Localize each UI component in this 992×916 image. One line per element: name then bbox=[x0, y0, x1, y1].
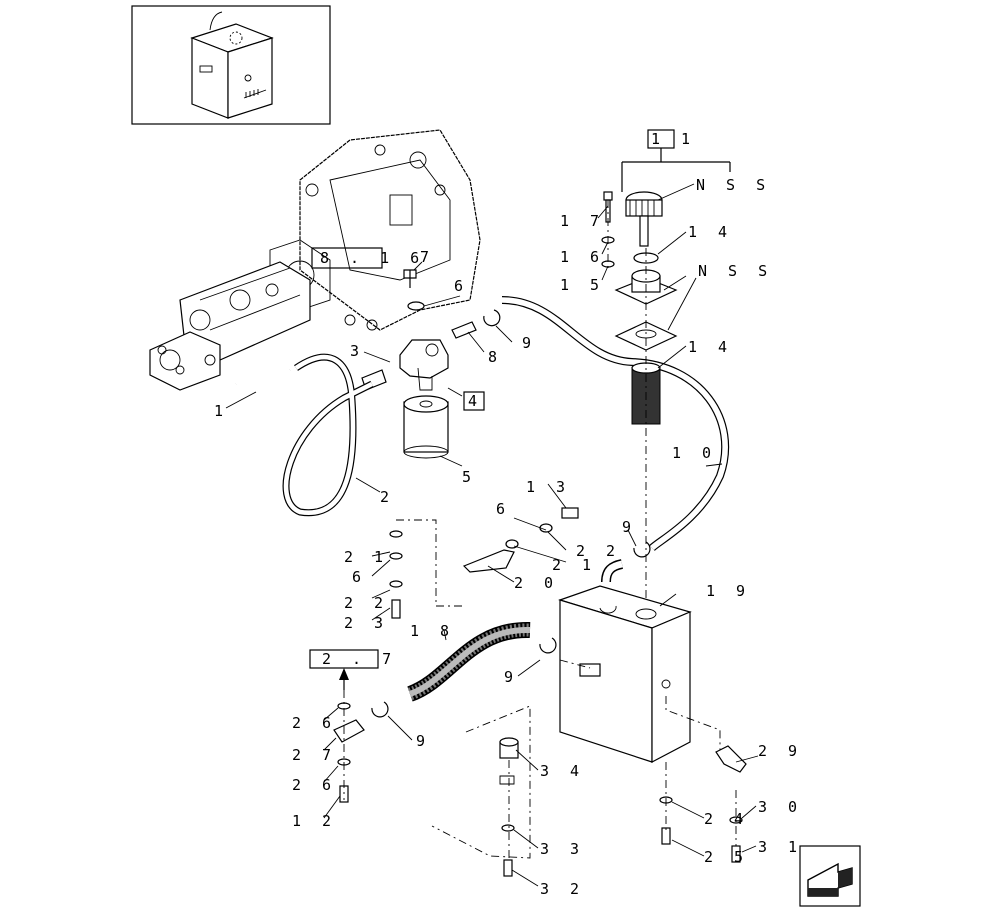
callout-18: 1 8 bbox=[410, 622, 455, 640]
reference-box-8-16[interactable]: 8 . 1 6 bbox=[311, 247, 425, 269]
callout-31: 3 1 bbox=[758, 838, 803, 856]
callout-labels: 1 2 3 5 6 7 8 9 1 0 N S S 1 4 N S S 1 4 … bbox=[214, 176, 803, 898]
callout-6b: 6 bbox=[496, 500, 511, 518]
callout-14a: 1 4 bbox=[688, 223, 733, 241]
gasket-flange bbox=[614, 321, 678, 351]
fitting-27 bbox=[333, 702, 365, 803]
ref-label-8-16: 8 . 1 6 bbox=[320, 249, 425, 267]
callout-7: 7 bbox=[420, 248, 435, 266]
clamp-9-tank bbox=[539, 637, 557, 654]
callout-1: 1 bbox=[214, 402, 229, 420]
callout-15: 1 5 bbox=[560, 276, 605, 294]
callout-26a: 2 6 bbox=[292, 714, 337, 732]
callout-29: 2 9 bbox=[758, 742, 803, 760]
hydraulic-pump bbox=[149, 261, 311, 391]
callout-10: 1 0 bbox=[672, 444, 717, 462]
callout-9d: 9 bbox=[416, 732, 431, 750]
fastener-stack-mid bbox=[505, 507, 579, 549]
spacer-34 bbox=[499, 737, 519, 759]
ref-label-2-7: 2 . 7 bbox=[322, 650, 397, 668]
callout-3: 3 bbox=[350, 342, 365, 360]
callout-6: 6 bbox=[454, 277, 469, 295]
reference-box-4[interactable]: 4 bbox=[463, 391, 485, 411]
callout-14b: 1 4 bbox=[688, 338, 733, 356]
return-hose-10 bbox=[501, 296, 730, 552]
leader-lines bbox=[225, 183, 759, 887]
callout-nss-1: N S S bbox=[696, 176, 771, 194]
callout-8: 8 bbox=[488, 348, 503, 366]
callout-25: 2 5 bbox=[704, 848, 749, 866]
assembly-centerlines bbox=[343, 200, 737, 860]
clamp-9-left bbox=[371, 701, 389, 718]
transmission-housing bbox=[269, 129, 481, 331]
callout-33: 3 3 bbox=[540, 840, 585, 858]
callout-6c: 6 bbox=[352, 568, 367, 586]
callout-12: 1 2 bbox=[292, 812, 337, 830]
callout-19: 1 9 bbox=[706, 582, 751, 600]
callout-24: 2 4 bbox=[704, 810, 749, 828]
reference-box-2-7[interactable]: 2 . 7 bbox=[309, 649, 397, 690]
pressure-hose-1 bbox=[235, 368, 291, 386]
callout-16: 1 6 bbox=[560, 248, 605, 266]
filter-head bbox=[399, 339, 449, 391]
fastener-stack-left bbox=[389, 530, 403, 619]
inset-thumbnail bbox=[131, 5, 331, 125]
callout-21b: 2 1 bbox=[344, 548, 389, 566]
callout-21a: 2 1 bbox=[552, 556, 597, 574]
mounting-plate bbox=[431, 705, 531, 859]
hydraulic-tank bbox=[558, 559, 692, 763]
callout-22b: 2 2 bbox=[344, 594, 389, 612]
ref-label-4: 4 bbox=[468, 392, 483, 410]
callout-9: 9 bbox=[522, 334, 537, 352]
callout-9c: 9 bbox=[504, 668, 519, 686]
callout-23: 2 3 bbox=[344, 614, 389, 632]
callout-34: 3 4 bbox=[540, 762, 585, 780]
suction-hose-18 bbox=[406, 621, 531, 702]
callout-2: 2 bbox=[380, 488, 395, 506]
bracket-11 bbox=[621, 148, 731, 192]
callout-22a: 2 2 bbox=[576, 542, 621, 560]
reference-box-11[interactable]: 1 1 bbox=[647, 129, 696, 149]
callout-5: 5 bbox=[462, 468, 477, 486]
clamp-9-return bbox=[633, 541, 651, 558]
callout-27: 2 7 bbox=[292, 746, 337, 764]
callout-13: 1 3 bbox=[526, 478, 571, 496]
fasteners-tank-bottom bbox=[501, 745, 747, 877]
callout-17: 1 7 bbox=[560, 212, 605, 230]
hose-2-loop bbox=[282, 353, 374, 517]
callout-32: 3 2 bbox=[540, 880, 585, 898]
callout-20: 2 0 bbox=[514, 574, 559, 592]
next-page-arrow-icon[interactable] bbox=[799, 845, 861, 907]
filter-element bbox=[403, 395, 449, 459]
ref-label-11: 1 1 bbox=[651, 130, 696, 148]
filler-cap bbox=[625, 191, 663, 247]
callout-nss-2: N S S bbox=[698, 262, 773, 280]
callout-30: 3 0 bbox=[758, 798, 803, 816]
callout-9b: 9 bbox=[622, 518, 637, 536]
callout-26b: 2 6 bbox=[292, 776, 337, 794]
bracket-20 bbox=[462, 549, 515, 573]
